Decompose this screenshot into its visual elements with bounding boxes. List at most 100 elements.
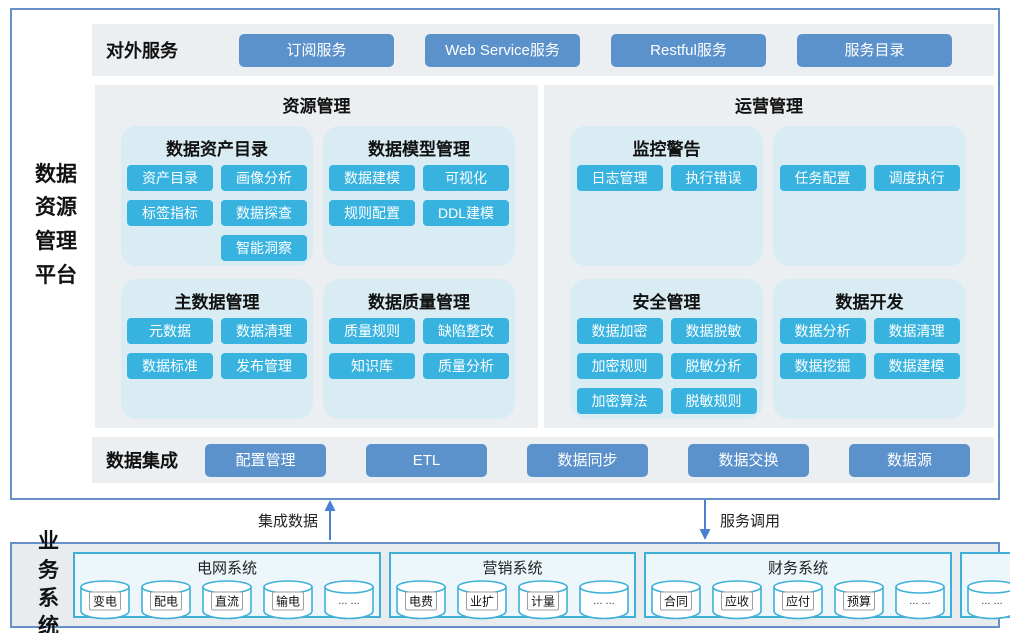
external-service-button: 服务目录 [797,33,952,67]
db-label: 输电 [271,591,305,611]
db-label: ... ... [909,594,931,607]
panel-operations: 运营管理监控警告日志管理执行错误任务配置调度执行安全管理数据加密数据脱敏加密规则… [544,85,994,428]
module-chip: 数据清理 [221,318,307,344]
database-icon [967,580,1010,620]
module-chip: 数据建模 [873,353,960,379]
group-block: 任务配置调度执行 [773,126,966,266]
module-chip: DDL建模 [423,200,509,226]
module-chip: 加密算法 [576,388,663,414]
external-service-button: 订阅服务 [239,33,394,67]
group-title: 监控警告 [632,140,701,159]
business-systems-container: 业务系统 电网系统变电配电直流输电... ...营销系统电费业扩计量... ..… [10,530,1010,633]
database-cylinder: ... ... [578,580,630,620]
db-label: 预算 [842,591,876,611]
group-grid: 数据资产目录资产目录画像分析标签指标数据探查智能洞察数据模型管理数据建模可视化规… [95,117,538,434]
database-cylinder: 应付 [772,580,824,620]
module-chip: 数据建模 [329,165,415,191]
database-cylinder: 合同 [650,580,702,620]
platform-title: 数据资源管理平台 [35,162,77,287]
panel-title: 资源管理 [282,97,351,116]
module-chip: 数据加密 [576,318,663,344]
group-block: 数据质量管理质量规则缺陷整改知识库质量分析 [323,279,515,419]
database-cylinder: 输电 [262,580,314,620]
module-chips: 数据分析数据清理数据挖掘数据建模 [773,313,966,384]
system-box: 其他... ...... ...... ... [960,552,1010,620]
db-label: 合同 [659,591,693,611]
module-chips: 资产目录画像分析标签指标数据探查智能洞察 [121,160,313,266]
module-chip: 加密规则 [576,353,663,379]
database-cylinder: ... ... [966,580,1010,620]
module-chip: 日志管理 [576,165,663,191]
database-icon [579,580,629,620]
external-service-button: Web Service服务 [425,33,580,67]
module-chip: 资产目录 [127,165,213,191]
arrow-up-icon [324,500,336,540]
system-box: 电网系统变电 配电 直流 输电 ... ... [73,552,381,620]
group-title: 数据资产目录 [166,140,268,159]
group-block: 数据开发数据分析数据清理数据挖掘数据建模 [773,279,966,419]
module-chip: 规则配置 [329,200,415,226]
module-chip: 数据分析 [779,318,866,344]
data-integration-strip: 数据集成 配置管理 ETL 数据同步 数据交换 数据源 [92,437,994,483]
systems-row: 电网系统变电配电直流输电... ...营销系统电费业扩计量... ...财务系统… [73,552,1010,620]
database-cylinder: 预算 [833,580,885,620]
system-title: 其他 [966,557,1010,578]
database-row: ... ...... ...... ... [966,580,1010,620]
data-integration-button: 数据同步 [527,443,648,477]
integrate-data-label: 集成数据 [258,513,319,530]
group-title [773,135,966,160]
external-services-label: 对外服务 [106,41,178,61]
module-chip: 数据清理 [873,318,960,344]
module-chip: 质量规则 [329,318,415,344]
system-title: 财务系统 [767,560,828,577]
db-label: ... ... [593,594,615,607]
data-integration-label: 数据集成 [106,451,178,471]
module-chips: 数据加密数据脱敏加密规则脱敏分析加密算法脱敏规则 [570,313,763,419]
db-label: ... ... [338,594,360,607]
data-integration-button: 数据源 [849,443,970,477]
module-chip: 知识库 [329,353,415,379]
db-label: 应收 [720,591,754,611]
module-chip: 发布管理 [221,353,307,379]
db-label: 直流 [210,591,244,611]
db-label: 变电 [88,591,122,611]
module-chip: 数据脱敏 [670,318,757,344]
db-label: ... ... [981,594,1003,607]
data-integration-button: 数据交换 [688,443,809,477]
data-integration-button: 配置管理 [205,443,326,477]
module-chip: 数据标准 [127,353,213,379]
db-label: 电费 [404,591,438,611]
module-chip: 标签指标 [127,200,213,226]
database-icon [324,580,374,620]
module-chip: 脱敏规则 [670,388,757,414]
db-label: 业扩 [465,591,499,611]
module-chip: 执行错误 [670,165,757,191]
external-service-button: Restful服务 [611,33,766,67]
database-row: 变电 配电 直流 输电 ... ... [79,580,375,620]
system-title: 电网系统 [196,560,257,577]
external-services-buttons: 订阅服务 Web Service服务 Restful服务服务目录 [239,33,994,67]
db-label: 应付 [781,591,815,611]
database-icon [895,580,945,620]
external-services-strip: 对外服务 订阅服务 Web Service服务 Restful服务服务目录 [92,24,994,76]
database-cylinder: 配电 [140,580,192,620]
module-chip: 数据探查 [221,200,307,226]
module-chip: 元数据 [127,318,213,344]
panels: 资源管理数据资产目录资产目录画像分析标签指标数据探查智能洞察数据模型管理数据建模… [95,85,994,428]
module-chip: 智能洞察 [221,235,307,261]
database-cylinder: 应收 [711,580,763,620]
data-integration-button: ETL [366,443,487,477]
group-title: 数据质量管理 [368,293,470,312]
module-chips: 质量规则缺陷整改知识库质量分析 [323,313,515,384]
module-chip: 缺陷整改 [423,318,509,344]
arrow-zone: 集成数据 服务调用 [0,498,1010,542]
database-cylinder: 电费 [395,580,447,620]
system-box: 营销系统电费业扩计量... ... [389,552,636,620]
group-title: 数据模型管理 [368,140,470,159]
db-label: 配电 [149,591,183,611]
module-chips: 元数据数据清理数据标准发布管理 [121,313,313,384]
database-cylinder: 业扩 [456,580,508,620]
database-row: 合同 应收 应付 预算 ... ... [650,580,946,620]
